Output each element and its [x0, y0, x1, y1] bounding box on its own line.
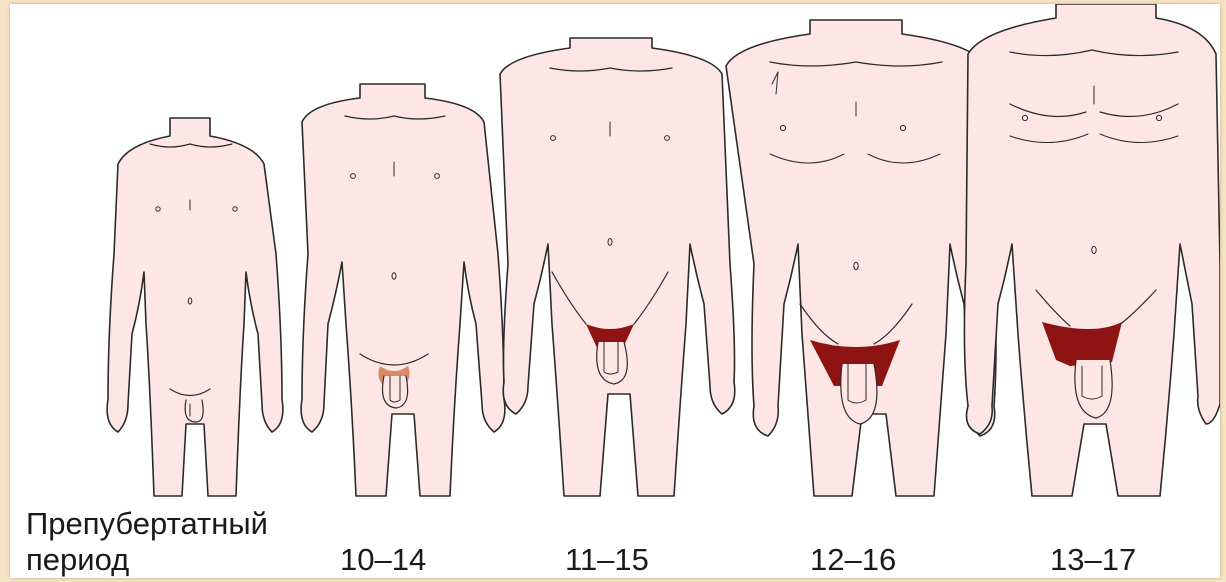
- figure-stage-11-15: [500, 38, 735, 496]
- stage-label-13-17: 13–17: [1050, 542, 1136, 578]
- stage-label-10-14: 10–14: [340, 542, 426, 578]
- stage-label-line2: период: [26, 542, 268, 578]
- figure-stage-13-17: [964, 4, 1220, 496]
- figure-stage-12-16: [726, 20, 996, 496]
- figure-stage-10-14: [301, 84, 505, 496]
- stage-label-11-15: 11–15: [565, 542, 649, 578]
- stage-label-line1: Препубертатный: [26, 506, 268, 542]
- stage-label-prepubertal: Препубертатный период: [26, 506, 268, 578]
- stage-label-12-16: 12–16: [810, 542, 896, 578]
- illustration-frame: Препубертатный период 10–14 11–15 12–16 …: [10, 4, 1220, 578]
- figure-prepubertal: [107, 118, 283, 496]
- pubertal-stages-figures: [10, 4, 1220, 578]
